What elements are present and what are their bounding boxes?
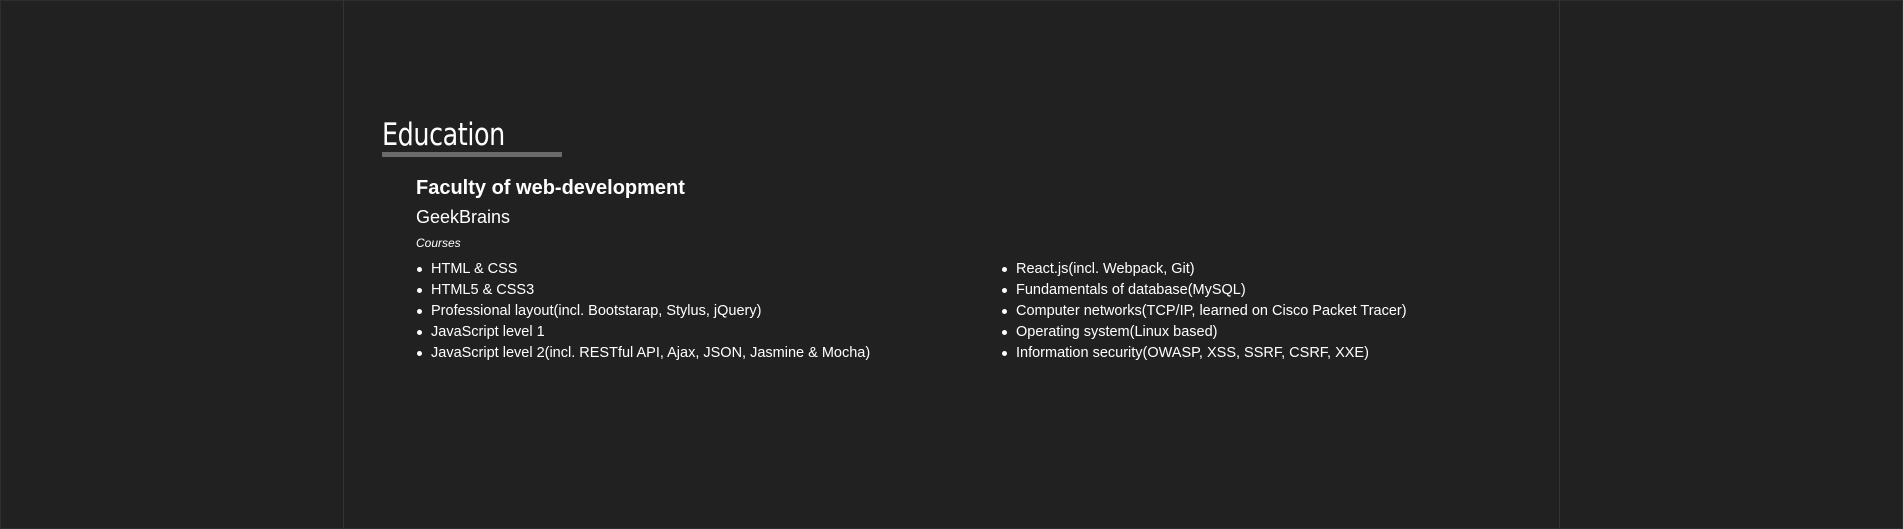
- list-item: Fundamentals of database(MySQL): [1001, 280, 1407, 301]
- section-title: Education: [382, 117, 505, 153]
- content-left-border: [343, 0, 344, 529]
- courses-columns: HTML & CSS HTML5 & CSS3 Professional lay…: [416, 259, 1526, 369]
- list-item: JavaScript level 2(incl. RESTful API, Aj…: [416, 343, 870, 364]
- courses-label: Courses: [416, 236, 461, 250]
- education-section: Education Faculty of web-development Gee…: [382, 117, 1532, 361]
- education-entry: Faculty of web-development GeekBrains Co…: [416, 176, 1526, 369]
- list-item: React.js(incl. Webpack, Git): [1001, 259, 1407, 280]
- list-item: Operating system(Linux based): [1001, 322, 1407, 343]
- content-right-border: [1559, 0, 1560, 529]
- degree-title: Faculty of web-development: [416, 177, 685, 199]
- school-name: GeekBrains: [416, 207, 511, 227]
- courses-list-right: React.js(incl. Webpack, Git) Fundamental…: [1001, 259, 1407, 364]
- list-item: Professional layout(incl. Bootstarap, St…: [416, 301, 870, 322]
- section-title-underline: [382, 152, 562, 157]
- list-item: Information security(OWASP, XSS, SSRF, C…: [1001, 343, 1407, 364]
- list-item: HTML & CSS: [416, 259, 870, 280]
- list-item: HTML5 & CSS3: [416, 280, 870, 301]
- courses-list-left: HTML & CSS HTML5 & CSS3 Professional lay…: [416, 259, 870, 364]
- list-item: JavaScript level 1: [416, 322, 870, 343]
- list-item: Computer networks(TCP/IP, learned on Cis…: [1001, 301, 1407, 322]
